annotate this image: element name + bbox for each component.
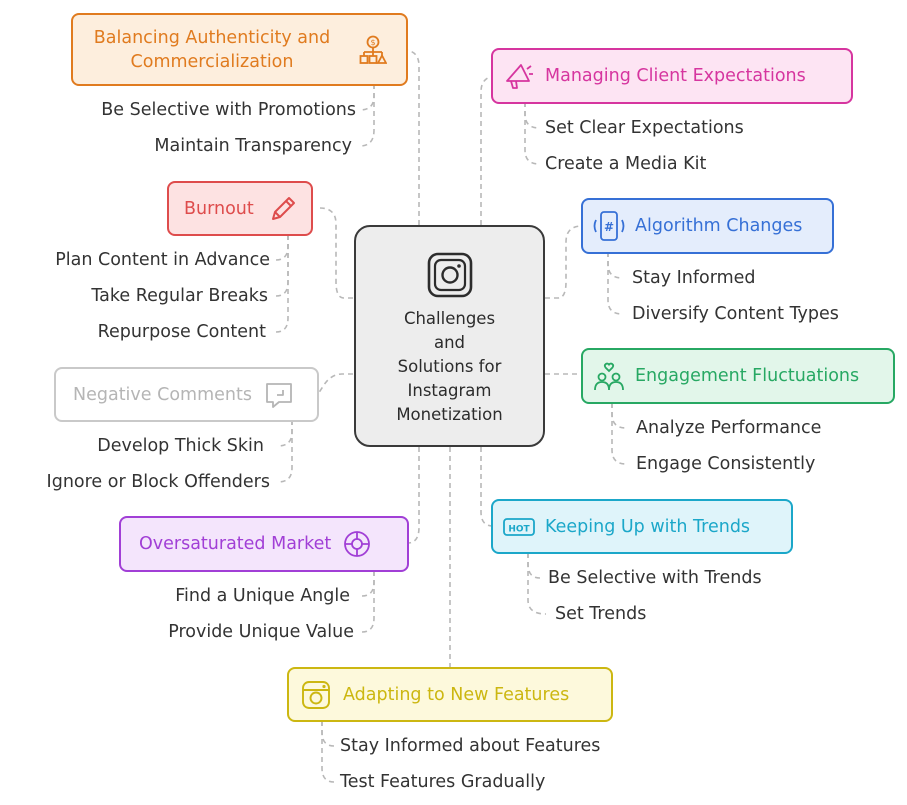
- pencil-icon: [271, 196, 295, 220]
- topic-label: Engagement Fluctuations: [635, 366, 860, 386]
- svg-text:#: #: [604, 220, 614, 234]
- leaf-find-unique-angle: Find a Unique Angle: [175, 586, 350, 606]
- svg-text:$: $: [370, 38, 375, 47]
- leaf-repurpose-content: Repurpose Content: [97, 322, 266, 342]
- topic-label: Burnout: [184, 198, 254, 219]
- topic-managing-client-expectations: Managing Client Expectations: [491, 48, 853, 104]
- camera-icon: [302, 680, 330, 709]
- leaf-be-selective-promotions: Be Selective with Promotions: [101, 100, 356, 120]
- leaf-create-media-kit: Create a Media Kit: [545, 154, 707, 174]
- comment-icon: [266, 382, 292, 408]
- topic-keeping-up-trends: HOT Keeping Up with Trends: [491, 499, 793, 554]
- leaf-set-trends: Set Trends: [555, 604, 647, 624]
- leaf-analyze-performance: Analyze Performance: [636, 418, 822, 438]
- leaf-provide-unique-value: Provide Unique Value: [168, 622, 354, 642]
- leaf-ignore-block: Ignore or Block Offenders: [46, 472, 270, 492]
- hierarchy-icon: $: [359, 35, 387, 64]
- people-heart-icon: [594, 362, 624, 391]
- instagram-icon: [427, 252, 473, 298]
- leaf-set-clear-expectations: Set Clear Expectations: [545, 118, 744, 138]
- target-icon: [344, 531, 371, 557]
- topic-adapting-new-features: Adapting to New Features: [287, 667, 613, 722]
- topic-oversaturated-market: Oversaturated Market: [119, 516, 409, 572]
- leaf-engage-consistently: Engage Consistently: [636, 454, 816, 474]
- topic-engagement-fluctuations: Engagement Fluctuations: [581, 348, 895, 404]
- leaf-plan-content: Plan Content in Advance: [55, 250, 270, 270]
- central-title: Challenges and Solutions for Instagram M…: [396, 309, 503, 424]
- topic-burnout: Burnout: [167, 181, 313, 236]
- topic-algorithm-changes: # Algorithm Changes: [581, 198, 834, 254]
- leaf-take-breaks: Take Regular Breaks: [91, 286, 268, 306]
- topic-label: Negative Comments: [73, 384, 252, 405]
- leaf-stay-informed-features: Stay Informed about Features: [340, 736, 601, 756]
- topic-label: Oversaturated Market: [139, 534, 332, 554]
- topic-label: Managing Client Expectations: [545, 66, 806, 86]
- central-topic: Challenges and Solutions for Instagram M…: [354, 225, 545, 447]
- topic-label: Keeping Up with Trends: [545, 516, 751, 537]
- leaf-test-features-gradually: Test Features Gradually: [340, 772, 546, 792]
- topic-balancing-authenticity: Balancing Authenticity and Commercializa…: [71, 13, 408, 86]
- leaf-develop-thick-skin: Develop Thick Skin: [97, 436, 264, 456]
- hot-badge-icon: HOT: [503, 517, 535, 536]
- leaf-diversify-content: Diversify Content Types: [632, 304, 839, 324]
- topic-label: Adapting to New Features: [343, 684, 570, 705]
- topic-label: Balancing Authenticity and Commercializa…: [93, 27, 331, 72]
- svg-text:HOT: HOT: [508, 524, 530, 534]
- leaf-stay-informed: Stay Informed: [632, 268, 756, 288]
- leaf-be-selective-trends: Be Selective with Trends: [548, 568, 762, 588]
- leaf-maintain-transparency: Maintain Transparency: [154, 136, 352, 156]
- megaphone-icon: [506, 64, 533, 89]
- topic-label: Algorithm Changes: [635, 216, 803, 236]
- topic-negative-comments: Negative Comments: [54, 367, 319, 422]
- phone-hashtag-icon: #: [593, 211, 625, 241]
